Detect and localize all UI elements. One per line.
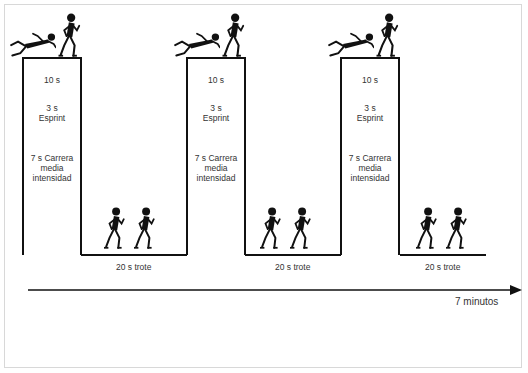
interval-pulse: 10 s 3 s Esprint 7 s Carrera media intensi…: [22, 57, 82, 255]
jogger-figure: [134, 208, 154, 248]
time-axis: [28, 289, 512, 291]
interval-pulse: 10 s 3 s Esprint 7 s Carrera media intensi…: [340, 57, 400, 255]
runner-figure: [223, 14, 244, 56]
pulse-text: 3 s Esprint: [352, 103, 388, 123]
pulse-text: 3 s Esprint: [34, 103, 70, 123]
pulse-text: 3 s Esprint: [198, 103, 234, 123]
jogger-figure: [260, 208, 280, 248]
free-label: 7 minutos: [455, 296, 498, 308]
wave-line: [400, 254, 486, 256]
pulse-text: 10 s: [345, 75, 395, 85]
runner-figure: [59, 14, 80, 56]
pulse-text: 7 s Carrera media intensidad: [192, 153, 240, 183]
edge-label: 20 s trote: [116, 262, 151, 272]
jogger-figure: [290, 208, 310, 248]
jogger-figure: [446, 208, 466, 248]
trot-segment: [245, 255, 341, 256]
sprinter-figure: [11, 33, 56, 55]
interval-pulse: 10 s 3 s Esprint 7 s Carrera media intensi…: [186, 57, 246, 255]
jogger-figure: [416, 208, 436, 248]
pulse-text: 7 s Carrera media intensidad: [346, 153, 394, 183]
jogger-figure: [104, 208, 124, 248]
pulse-text: 10 s: [27, 75, 77, 85]
pulse-text: 10 s: [191, 75, 241, 85]
trot-segment: [81, 255, 187, 256]
wave-line: [245, 254, 341, 256]
sprinter-figure: [329, 33, 374, 55]
sprinter-figure: [175, 33, 220, 55]
wave-line: [81, 254, 187, 256]
runner-figure: [377, 14, 398, 56]
pulse-text: 7 s Carrera media intensidad: [28, 153, 76, 183]
free-label: 20 s trote: [425, 262, 460, 272]
axis-arrowhead: [510, 285, 522, 295]
edge-label: 20 s trote: [275, 262, 310, 272]
